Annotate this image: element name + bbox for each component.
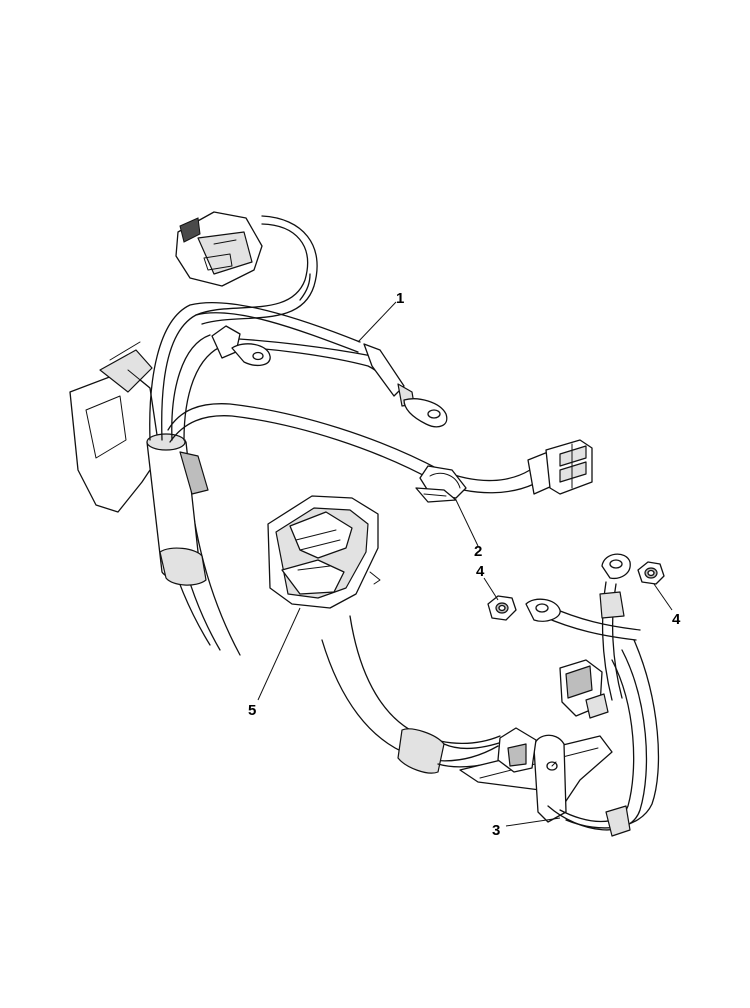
hex-nut-right — [637, 561, 665, 585]
callout-4-left: 4 — [476, 563, 485, 580]
left-plug-housing — [69, 341, 161, 513]
callout-5: 5 — [248, 702, 256, 719]
terminal-cover — [267, 495, 381, 609]
wire-clamp — [415, 465, 467, 503]
callout-2: 2 — [474, 543, 482, 560]
ring-terminal-upper — [403, 398, 448, 428]
callout-1: 1 — [396, 290, 404, 307]
hex-nut-left — [487, 595, 517, 621]
right-side-connector — [527, 439, 593, 495]
callout-4-right: 4 — [672, 611, 681, 628]
callout-3: 3 — [492, 822, 500, 839]
small-ring-clip — [211, 325, 271, 367]
main-wiring-harness — [69, 211, 593, 656]
battery-cable — [525, 553, 641, 701]
lower-cable-assembly — [321, 615, 660, 837]
top-connector — [175, 211, 263, 287]
callout-leaders — [257, 301, 673, 827]
